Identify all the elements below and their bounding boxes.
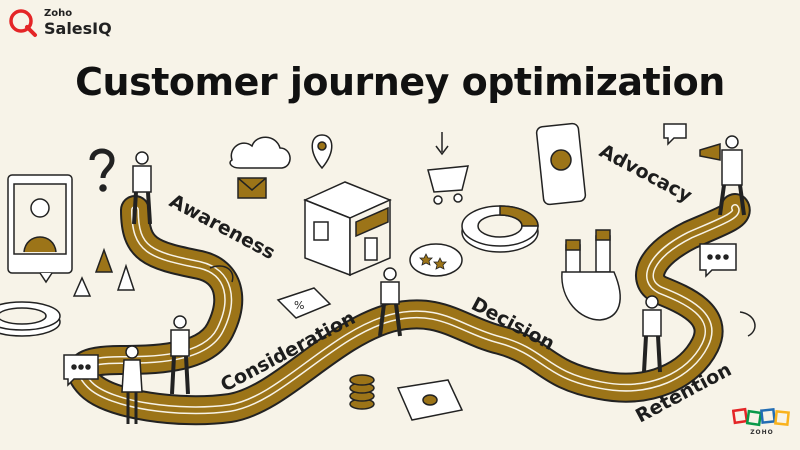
brand-logo: Zoho SalesIQ <box>8 8 112 38</box>
shopping-cart-icon <box>427 132 469 205</box>
video-call-icon <box>7 174 73 284</box>
page-title: Customer journey optimization <box>75 60 725 104</box>
person-figure-awareness <box>132 151 152 225</box>
advocate-person-figure <box>699 135 746 216</box>
hand-gesture-icon <box>561 229 621 321</box>
star-rating-bubble-icon <box>409 243 463 277</box>
brand-company: Zoho <box>44 8 73 19</box>
person-figure-consideration <box>378 267 402 337</box>
stage-label-advocacy: Advocacy <box>596 140 696 207</box>
salesiq-logo-icon <box>9 9 37 37</box>
cloud-icon <box>229 136 291 199</box>
brand-product: SalesIQ <box>44 19 112 38</box>
zoho-footer-text: ZOHO <box>750 429 774 436</box>
coin-disc-shape <box>0 301 61 337</box>
person-figure-left-1 <box>170 315 190 395</box>
cycle-arrow-icon <box>209 265 756 337</box>
svg-text:%: % <box>294 299 304 312</box>
person-figure-left-2 <box>121 345 143 424</box>
donut-chart-icon <box>461 205 539 253</box>
chat-bubble-icon <box>63 354 99 387</box>
zoho-squares-icon <box>732 407 790 427</box>
location-pin-icon <box>311 134 333 170</box>
store-building-icon <box>303 181 392 277</box>
pyramid-shapes <box>72 247 136 297</box>
smartphone-icon <box>535 122 587 206</box>
question-mark-icon <box>89 148 115 192</box>
speech-bubble-icon <box>663 123 687 146</box>
person-figure-decision <box>642 295 662 373</box>
journey-path <box>67 193 751 426</box>
price-tag-icon: % <box>276 287 332 319</box>
coin-stack-icon <box>349 374 375 410</box>
chat-bubble-right-icon <box>699 243 737 278</box>
cash-note-icon <box>396 379 464 421</box>
zoho-footer-logo: ZOHO <box>732 406 792 436</box>
